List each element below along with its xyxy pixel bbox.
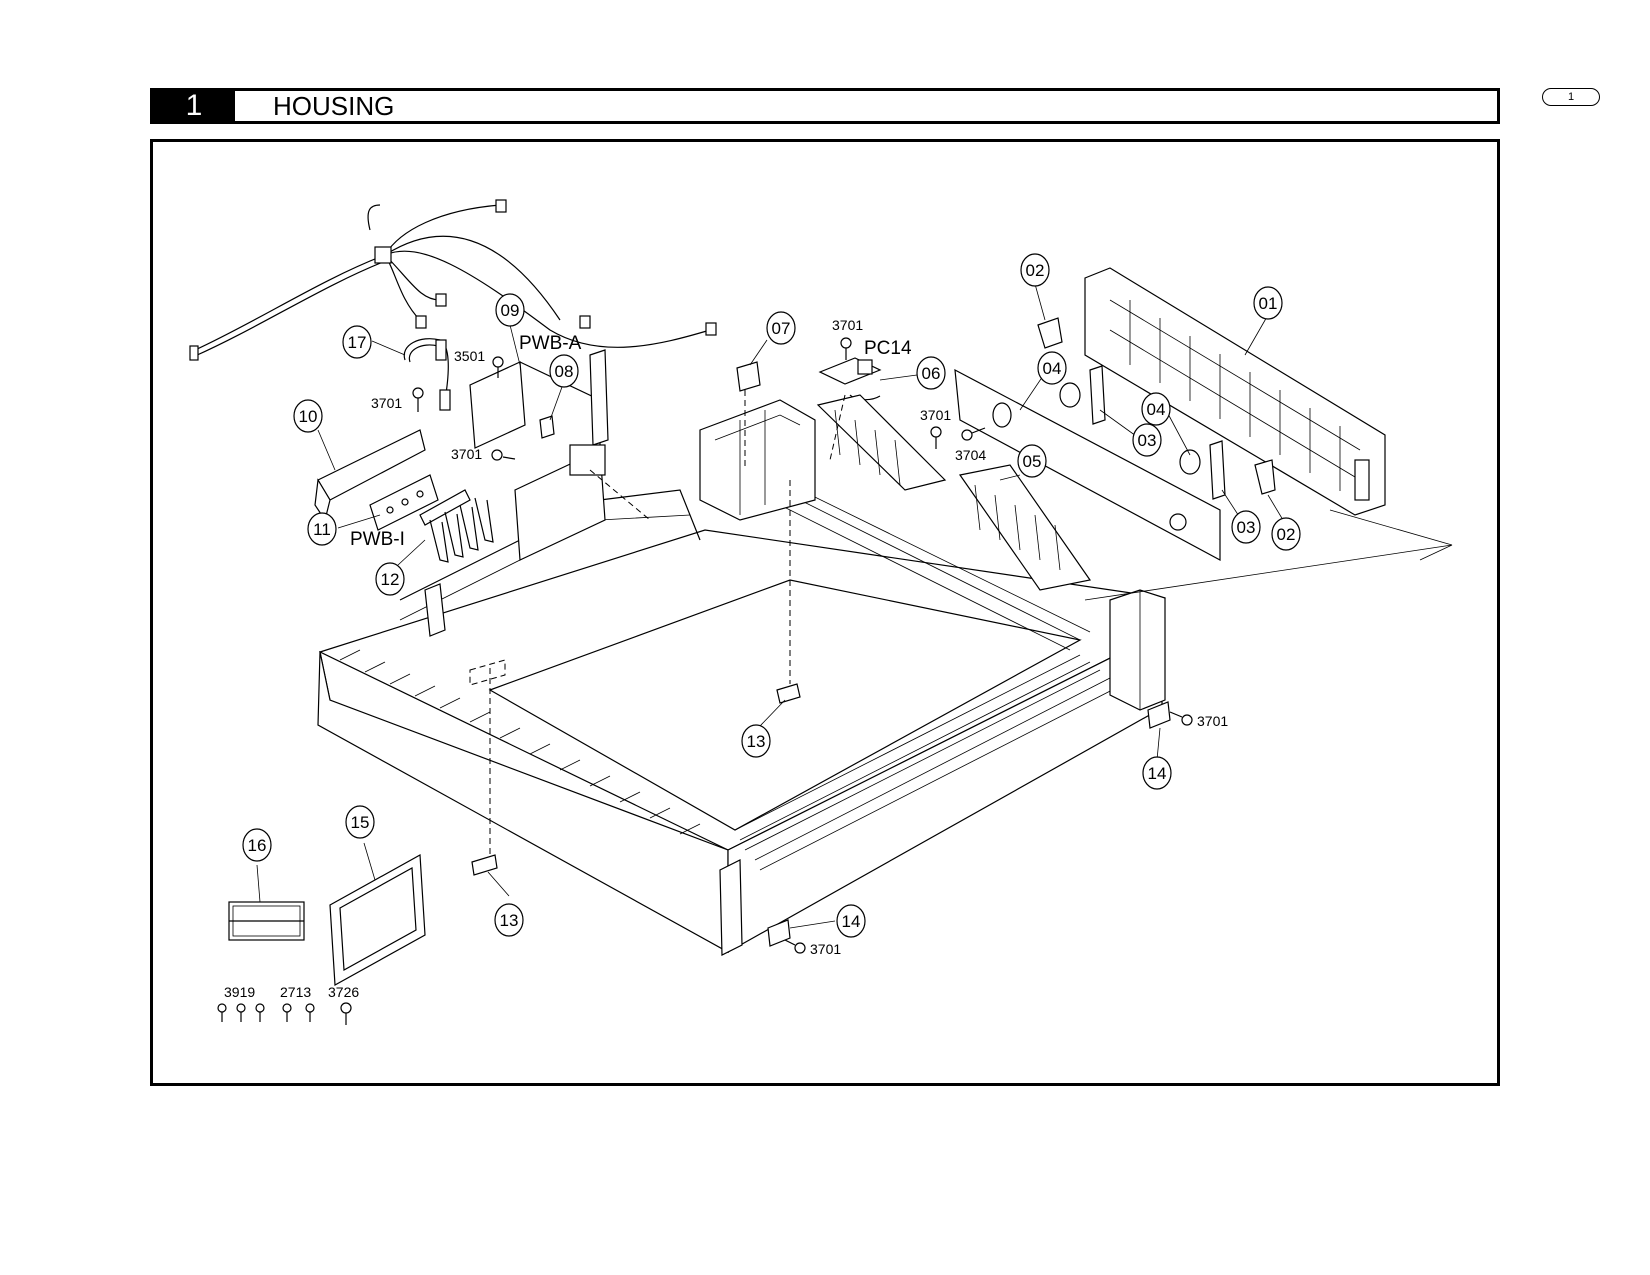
callout-12: 12 (375, 562, 405, 596)
svg-text:06: 06 (922, 364, 941, 383)
svg-text:05: 05 (1023, 452, 1042, 471)
section-header: 1 HOUSING (150, 88, 1500, 124)
pwb-a-assembly (469, 349, 609, 561)
callout-07: 07 (766, 311, 796, 345)
leader-lines (256, 283, 1284, 929)
parts-02-03-04 (992, 317, 1276, 500)
page-tab[interactable]: 1 (1542, 88, 1600, 106)
housing-tray (317, 399, 1166, 956)
svg-text:03: 03 (1237, 518, 1256, 537)
diagram-frame (150, 139, 1500, 1086)
part-13-pad-upper (776, 683, 801, 704)
callout-13-upper: 13 (741, 724, 771, 758)
callout-05: 05 (1017, 444, 1047, 478)
part-13-pad-lower (471, 854, 498, 876)
svg-text:14: 14 (1148, 764, 1167, 783)
label-pc14: PC14 (864, 338, 912, 359)
callout-01: 01 (1253, 286, 1283, 320)
callout-14-right: 14 (1142, 756, 1172, 790)
svg-text:01: 01 (1259, 294, 1278, 313)
label-3701-a: 3701 (371, 395, 402, 411)
svg-text:16: 16 (248, 836, 267, 855)
label-3919: 3919 (224, 984, 255, 1000)
label-3701-c: 3701 (832, 317, 863, 333)
part-15-cover (329, 854, 426, 986)
section-number: 1 (153, 91, 235, 121)
label-3704: 3704 (955, 447, 986, 463)
svg-text:08: 08 (555, 362, 574, 381)
callout-02-upper: 02 (1020, 253, 1050, 287)
svg-text:14: 14 (842, 912, 861, 931)
section-title: HOUSING (273, 91, 395, 121)
callout-02-lower: 02 (1271, 517, 1301, 551)
callout-04-right: 04 (1141, 392, 1171, 426)
callout-06: 06 (916, 356, 946, 390)
svg-text:02: 02 (1026, 261, 1045, 280)
callout-03-left: 03 (1132, 423, 1162, 457)
label-3726: 3726 (328, 984, 359, 1000)
svg-text:03: 03 (1138, 431, 1157, 450)
svg-text:02: 02 (1277, 525, 1296, 544)
svg-text:15: 15 (351, 813, 370, 832)
screws (217, 337, 1193, 1025)
text-labels: PWB-A PWB-I PC14 3501 3701 3701 3701 370… (224, 317, 1228, 1000)
callout-08: 08 (549, 354, 579, 388)
svg-text:12: 12 (381, 570, 400, 589)
svg-text:10: 10 (299, 407, 318, 426)
svg-text:04: 04 (1043, 359, 1062, 378)
svg-text:13: 13 (500, 911, 519, 930)
callout-03-right: 03 (1231, 510, 1261, 544)
callout-14-front: 14 (836, 904, 866, 938)
label-pwb-i: PWB-I (350, 529, 405, 550)
callout-17: 17 (342, 325, 372, 359)
callout-04-left: 04 (1037, 351, 1067, 385)
svg-text:07: 07 (772, 319, 791, 338)
svg-text:09: 09 (501, 301, 520, 320)
part-16-label (228, 901, 305, 941)
label-3701-d: 3701 (920, 407, 951, 423)
callouts: 01 02 02 03 03 04 04 05 06 07 08 09 10 1… (242, 253, 1301, 938)
assembly-lines (469, 390, 1453, 858)
callout-11: 11 (307, 512, 337, 546)
part-05-guides (816, 368, 1221, 591)
svg-text:04: 04 (1147, 400, 1166, 419)
pc14-sensor (818, 357, 882, 401)
label-3701-e: 3701 (1197, 713, 1228, 729)
callout-13-lower: 13 (494, 903, 524, 937)
label-2713: 2713 (280, 984, 311, 1000)
label-3501: 3501 (454, 348, 485, 364)
svg-text:13: 13 (747, 732, 766, 751)
part-07-pad (736, 361, 761, 392)
callout-16: 16 (242, 828, 272, 862)
callout-15: 15 (345, 805, 375, 839)
part-14-bracket-front (767, 919, 791, 947)
part-01-cover (1084, 267, 1386, 516)
part-14-bracket-right (1147, 701, 1171, 729)
callout-09: 09 (495, 293, 525, 327)
label-3701-f: 3701 (810, 941, 841, 957)
wire-harness (189, 199, 717, 361)
label-pwb-a: PWB-A (519, 333, 582, 354)
svg-text:17: 17 (348, 333, 367, 352)
label-3701-b: 3701 (451, 446, 482, 462)
part-17-harness (403, 338, 451, 411)
pwb-i-assembly (314, 429, 494, 563)
svg-text:11: 11 (313, 520, 331, 539)
callout-10: 10 (293, 399, 323, 433)
